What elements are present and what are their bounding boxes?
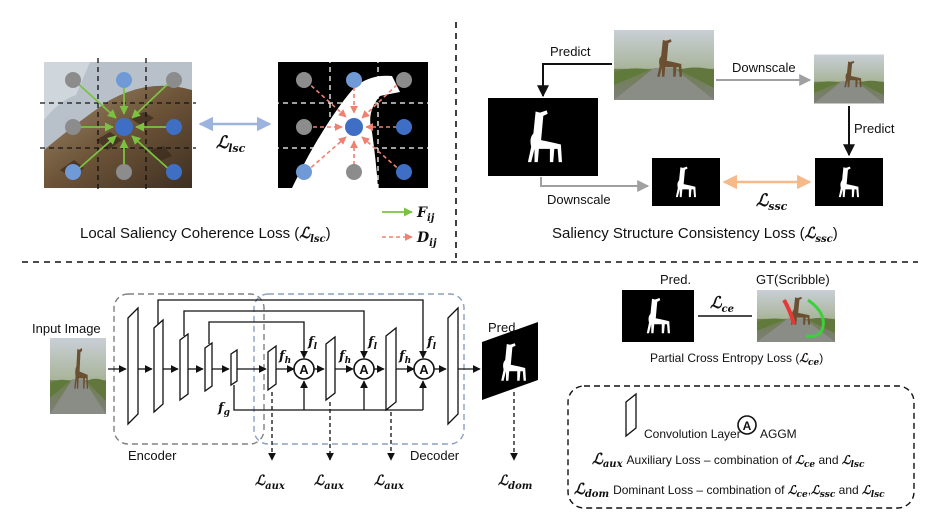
conv-layer	[127, 306, 139, 426]
encoder-label: Encoder	[128, 448, 177, 463]
conv-layer	[267, 344, 277, 392]
fl-label: fl	[367, 335, 378, 352]
downscale-label-top: Downscale	[732, 60, 796, 75]
fh-label: fh	[278, 349, 291, 366]
legend-aggm-label: AGGM	[760, 427, 797, 441]
downscale-arrow-bottom	[540, 177, 650, 192]
ce-symbol: ℒce	[710, 293, 734, 315]
network-panel: Input Image Encoder Decoder	[32, 293, 538, 492]
aux-loss-label: ℒaux	[314, 473, 345, 492]
lsc-symbol: ℒlsc	[216, 133, 246, 155]
fh-label: fh	[398, 349, 411, 366]
fh-label: fh	[338, 349, 351, 366]
fl-label: fl	[307, 335, 318, 352]
prediction-downscaled	[652, 158, 720, 206]
skip-connections	[157, 299, 427, 359]
distance-arrows	[305, 79, 404, 173]
conv-layer	[179, 332, 189, 402]
structure-loss-caption: Saliency Structure Consistency Loss (ℒss…	[552, 224, 838, 245]
legend-aggm-glyph: A	[743, 419, 752, 433]
input-image-label: Input Image	[32, 321, 101, 336]
input-photo-large	[614, 30, 714, 100]
legend-d-label: Dij	[416, 230, 437, 249]
fg-label: fg	[217, 401, 230, 418]
conv-layer	[447, 306, 459, 426]
feature-labels: fg fh fh fh fl fl fl	[217, 335, 437, 418]
aux-loss-labels: ℒaux ℒaux ℒaux	[255, 473, 405, 492]
global-feature-lines	[233, 380, 427, 411]
network-prediction-map	[482, 322, 538, 400]
structure-consistency-panel: Predict Downscale Predict Downscale ℒssc…	[488, 30, 895, 245]
aux-loss-arrows	[268, 392, 395, 461]
ce-scribble-image	[757, 290, 835, 342]
conv-layer	[204, 341, 213, 393]
legend-border	[567, 385, 915, 509]
aux-loss-label: ℒaux	[374, 473, 405, 492]
encoder-layers	[127, 306, 238, 426]
ce-prediction-map	[622, 290, 694, 342]
cross-entropy-panel: Pred. GT(Scribble) ℒce Partial Cross Ent…	[622, 272, 835, 368]
nodes-left	[65, 72, 182, 180]
conv-layer	[325, 335, 336, 402]
aggm-modules: A A A	[293, 358, 435, 380]
aggm-glyph: A	[359, 362, 369, 377]
aggm-glyph: A	[299, 362, 309, 377]
conv-layer	[385, 326, 397, 412]
patch-grid-left	[40, 58, 196, 192]
input-image-thumb	[50, 338, 106, 414]
aggm-module	[413, 358, 435, 380]
legend-aggm-icon	[737, 415, 757, 435]
prediction-small	[815, 158, 883, 206]
ce-caption: Partial Cross Entropy Loss (ℒce)	[650, 351, 823, 368]
conv-layer	[153, 318, 164, 414]
decoder-label: Decoder	[410, 448, 460, 463]
aux-loss-label: ℒaux	[255, 473, 286, 492]
legend-f-label: Fij	[416, 205, 435, 224]
local-coherence-panel: ℒlsc	[40, 58, 437, 249]
network-pred-label: Pred.	[488, 320, 519, 335]
legend-conv-icon	[625, 392, 637, 438]
predict-arrow-top	[537, 63, 612, 98]
nodes-right	[296, 72, 412, 180]
patch-grid-right	[274, 58, 432, 192]
legend-conv-label: Convolution Layer	[644, 427, 741, 441]
fl-label: fl	[426, 335, 437, 352]
prediction-large	[488, 98, 598, 176]
aggm-module	[353, 358, 375, 380]
input-photo-small	[814, 55, 884, 104]
downscale-label-bottom: Downscale	[547, 192, 611, 207]
ssc-symbol: ℒssc	[756, 191, 788, 213]
local-loss-caption: Local Saliency Coherence Loss (ℒlsc)	[80, 224, 331, 245]
conv-layer	[230, 348, 238, 387]
predict-label-right: Predict	[854, 121, 895, 136]
aggm-module	[293, 358, 315, 380]
decoder-layers	[267, 306, 459, 426]
ce-gt-label: GT(Scribble)	[756, 272, 830, 287]
aggm-glyph: A	[419, 362, 429, 377]
predict-label-top: Predict	[550, 44, 591, 59]
dom-loss-label: ℒdom	[498, 473, 532, 492]
ce-pred-label: Pred.	[660, 272, 691, 287]
